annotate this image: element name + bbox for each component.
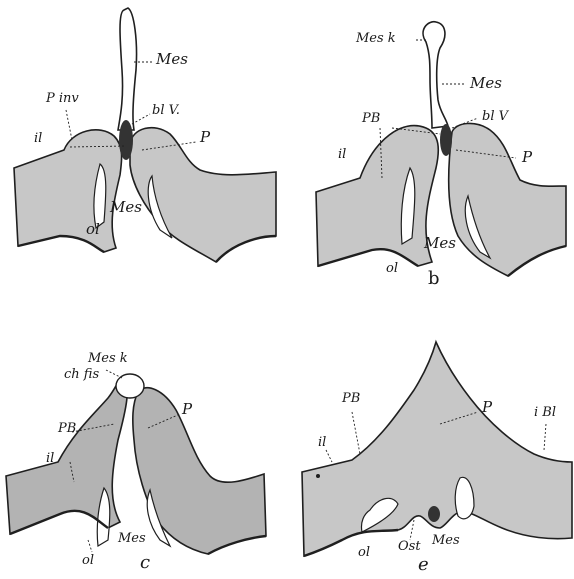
panel-c-letter: c bbox=[140, 554, 150, 572]
panel-e-label-ol: ol bbox=[358, 546, 370, 559]
panel-e-blood-vessel bbox=[428, 506, 440, 522]
panel-b-label-p: P bbox=[522, 150, 532, 165]
panel-b-label-blv: bl V bbox=[482, 110, 508, 123]
panel-e-dot bbox=[316, 474, 320, 478]
panel-b-letter: b bbox=[428, 270, 440, 288]
panel-a-label-blv: bl V. bbox=[152, 104, 180, 117]
panel-c-label-pb: PB bbox=[58, 422, 76, 435]
panel-e-label-ibl: i Bl bbox=[534, 406, 556, 419]
panel-c-label-p: P bbox=[182, 402, 192, 417]
panel-b-label-ol: ol bbox=[386, 262, 398, 275]
panel-c-label-mesk: Mes k bbox=[88, 352, 128, 365]
panel-b-left-lobe bbox=[316, 126, 438, 266]
panel-a-label-p: P bbox=[200, 130, 210, 145]
panel-c-label-il: il bbox=[46, 452, 54, 465]
panel-b-label-mes-bottom: Mes bbox=[424, 236, 456, 251]
panel-b-label-mesk: Mes k bbox=[356, 32, 396, 45]
panel-e-letter: e bbox=[418, 556, 429, 574]
panel-a-label-ol: ol bbox=[86, 222, 100, 237]
panel-e-label-ost: Ost bbox=[398, 540, 421, 553]
panel-b-blood-vessel bbox=[440, 124, 452, 156]
panel-e bbox=[302, 342, 572, 556]
panel-e-label-il: il bbox=[318, 436, 326, 449]
panel-e-body bbox=[302, 342, 572, 556]
panel-e-label-mes: Mes bbox=[432, 534, 460, 547]
panel-e-label-pb: PB bbox=[342, 392, 360, 405]
panel-a-label-pinv: P inv bbox=[46, 92, 79, 105]
panel-e-label-p: P bbox=[482, 400, 492, 415]
panel-a-blood-vessel bbox=[119, 120, 133, 160]
panel-c bbox=[6, 370, 266, 554]
panel-c-label-chfis: ch fis bbox=[64, 368, 99, 381]
panel-a-label-mes-top: Mes bbox=[156, 52, 188, 67]
panel-a bbox=[14, 8, 276, 262]
panel-a-label-il: il bbox=[34, 132, 42, 145]
panel-b-label-pb: PB bbox=[362, 112, 380, 125]
panel-a-mesentery-stalk bbox=[118, 8, 137, 130]
panel-b-label-mes-top: Mes bbox=[470, 76, 502, 91]
panel-c-label-ol: ol bbox=[82, 554, 94, 567]
panel-b-mesentery-stalk bbox=[423, 22, 448, 128]
panel-b-label-il: il bbox=[338, 148, 346, 161]
panel-a-label-mes-bottom: Mes bbox=[110, 200, 142, 215]
panel-c-label-mes: Mes bbox=[118, 532, 146, 545]
